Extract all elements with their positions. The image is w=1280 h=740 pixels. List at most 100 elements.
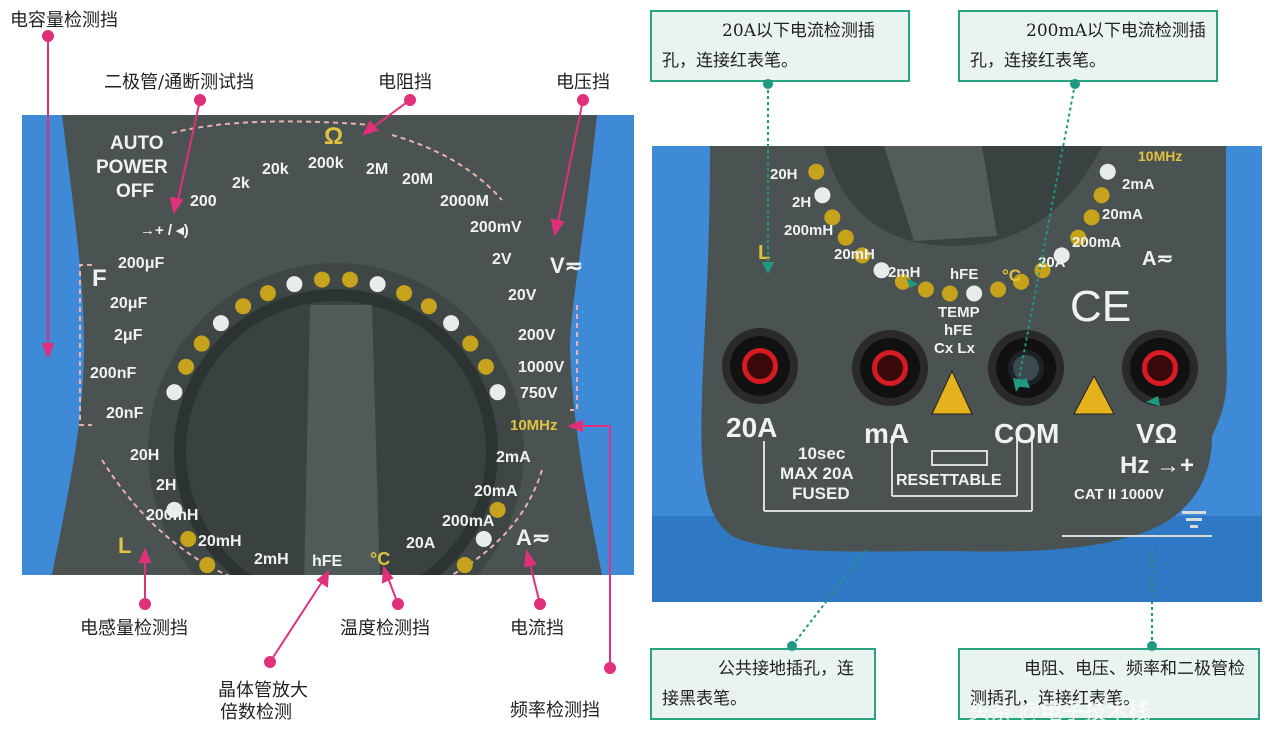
- jack-label-com: COM: [994, 418, 1060, 449]
- range-marker: [1083, 209, 1100, 226]
- right-ind-20mH: 20mH: [834, 246, 875, 263]
- range-marker: [917, 281, 934, 298]
- ce-mark: CE: [1070, 282, 1132, 331]
- annotation-frequency: 频率检测挡: [510, 700, 600, 721]
- range-marker: [420, 298, 437, 315]
- ind-range-20mH: 20mH: [198, 533, 242, 550]
- fuse-text-line2: MAX 20A: [780, 464, 854, 483]
- range-position-markers: [166, 271, 506, 574]
- range-marker: [314, 271, 331, 288]
- cap-range-200nF: 200nF: [90, 365, 137, 382]
- right-ind-200mH: 200mH: [784, 222, 834, 239]
- right-hfe: hFE: [950, 266, 979, 283]
- cap-range-20uF: 20μF: [110, 295, 148, 312]
- auto-power-off-line1: AUTO: [110, 133, 164, 154]
- cap-range-200uF: 200μF: [118, 255, 165, 272]
- range-marker: [193, 335, 210, 352]
- right-cur-200mA: 200mA: [1072, 234, 1122, 251]
- range-marker: [808, 163, 825, 180]
- jack-ma[interactable]: [860, 338, 920, 398]
- range-marker: [475, 530, 492, 547]
- cur-range-20mA: 20mA: [474, 483, 518, 500]
- current-symbol: A≂: [516, 525, 551, 550]
- res-range-200: 200: [190, 193, 217, 210]
- volt-range-200V: 200V: [518, 327, 556, 344]
- right-20A-range: 20A: [1038, 254, 1066, 271]
- range-marker: [941, 285, 958, 302]
- jack-vohm[interactable]: [1130, 338, 1190, 398]
- range-marker: [180, 530, 197, 547]
- range-marker: [369, 276, 386, 293]
- res-range-20M: 20M: [402, 171, 434, 188]
- cap-range-2uF: 2μF: [114, 327, 143, 344]
- cur-range-2mA: 2mA: [496, 449, 531, 466]
- right-freq-range: 10MHz: [1138, 148, 1183, 164]
- annotation-current: 电流挡: [510, 618, 564, 639]
- capacitance-symbol: F: [92, 265, 107, 292]
- res-range-2M: 2M: [366, 161, 389, 178]
- ind-range-20H: 20H: [130, 447, 160, 464]
- right-cur-2mA: 2mA: [1122, 176, 1155, 193]
- range-marker: [396, 285, 413, 302]
- res-range-20k: 20k: [262, 161, 289, 178]
- range-marker: [814, 187, 831, 204]
- range-marker: [178, 358, 195, 375]
- temp-hfe-line2: hFE: [944, 322, 973, 339]
- resettable-label: RESETTABLE: [896, 472, 1002, 489]
- volt-range-200mV: 200mV: [470, 219, 522, 236]
- callout-vohm-jack: 电阻、电压、频率和二极管检测插孔，连接红表笔。: [958, 648, 1260, 720]
- res-range-2k: 2k: [232, 175, 250, 192]
- jack-label-vohm: VΩ: [1136, 418, 1178, 449]
- volt-range-750V: 750V: [520, 385, 558, 402]
- jack-label-20a: 20A: [726, 412, 778, 443]
- range-marker: [1093, 187, 1110, 204]
- freq-range-10MHz: 10MHz: [510, 417, 558, 434]
- range-marker: [259, 285, 276, 302]
- volt-range-20V: 20V: [508, 287, 537, 304]
- range-marker: [456, 557, 473, 574]
- jack-20a[interactable]: [730, 336, 790, 396]
- ohm-symbol: Ω: [324, 123, 344, 150]
- ind-range-200mH: 200mH: [146, 507, 199, 524]
- callout-20a-jack: 20A以下电流检测插孔，连接红表笔。: [650, 10, 910, 82]
- hfe-label: hFE: [312, 553, 343, 570]
- res-range-2000M: 2000M: [440, 193, 489, 210]
- annotation-transistor-line1: 晶体管放大: [218, 680, 308, 701]
- right-inductance-symbol: L: [758, 242, 771, 264]
- cur-range-20A: 20A: [406, 535, 436, 552]
- range-marker: [212, 315, 229, 332]
- range-marker: [966, 285, 983, 302]
- range-marker: [1099, 163, 1116, 180]
- right-cur-20mA: 20mA: [1102, 206, 1143, 223]
- annotation-resistance: 电阻挡: [378, 72, 432, 93]
- volt-range-2V: 2V: [492, 251, 512, 268]
- diode-symbol: →+ / ◂): [140, 222, 189, 239]
- right-temp: °C: [1002, 266, 1022, 285]
- range-marker: [477, 358, 494, 375]
- voltage-symbol: V≂: [550, 253, 584, 278]
- ind-range-2mH: 2mH: [254, 551, 289, 568]
- callout-200ma-jack: 200mA以下电流检测插孔，连接红表笔。: [958, 10, 1218, 82]
- temp-hfe-line1: TEMP: [938, 304, 980, 321]
- hz-diode-label: Hz →+: [1120, 452, 1195, 479]
- inductance-symbol: L: [118, 533, 132, 558]
- right-ind-20H: 20H: [770, 166, 798, 183]
- temp-label: °C: [370, 549, 391, 569]
- temp-hfe-line3: Cx Lx: [934, 340, 975, 357]
- res-range-200k: 200k: [308, 155, 344, 172]
- range-marker: [199, 557, 216, 574]
- range-marker: [824, 209, 841, 226]
- annotation-capacitance: 电容量检测挡: [10, 10, 118, 31]
- annotation-voltage: 电压挡: [556, 72, 610, 93]
- right-meter-panel: 10MHz 20H 2H 200mH 20mH 2mH L hFE °C 20A…: [652, 146, 1262, 602]
- range-marker: [837, 229, 854, 246]
- jack-com[interactable]: [996, 338, 1056, 398]
- range-marker: [286, 276, 303, 293]
- callout-com-jack: 公共接地插孔，连接黑表笔。: [650, 648, 876, 720]
- range-marker: [462, 335, 479, 352]
- range-marker: [443, 315, 460, 332]
- jack-label-ma: mA: [864, 418, 910, 449]
- range-marker: [166, 501, 183, 518]
- range-marker: [873, 262, 890, 279]
- annotation-temperature: 温度检测挡: [340, 618, 430, 639]
